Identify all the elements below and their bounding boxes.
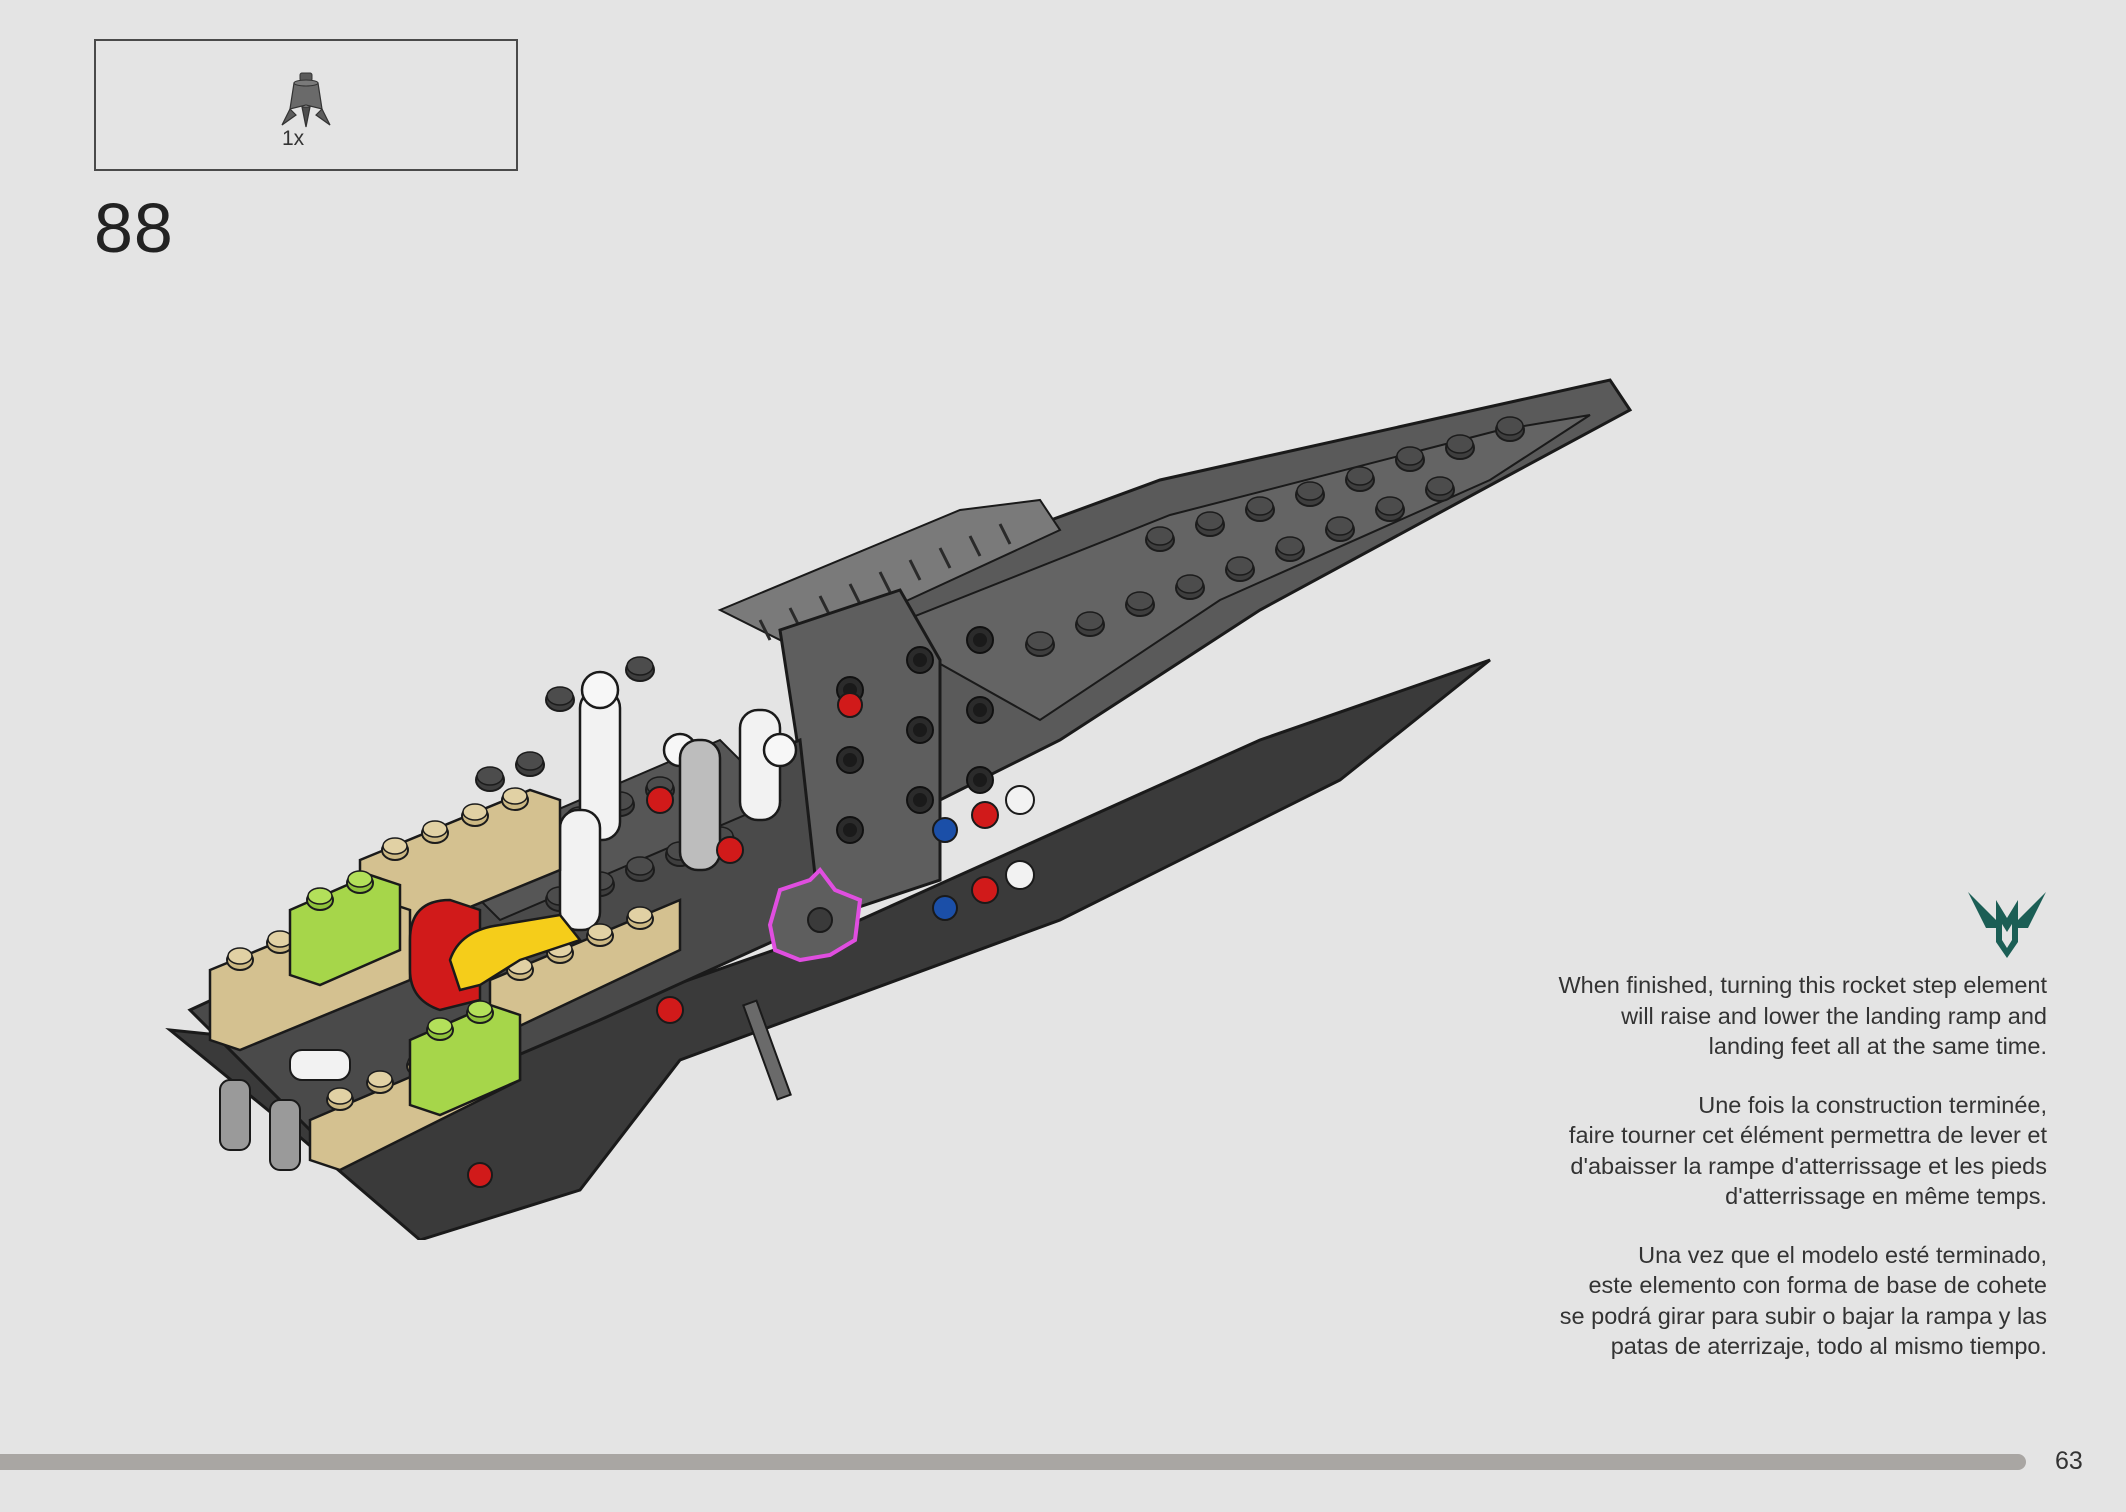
blue-pins xyxy=(932,817,958,921)
parts-callout: 1x xyxy=(94,39,518,171)
instructions-text: When finished, turning this rocket step … xyxy=(1487,970,2047,1390)
instruction-line: d'atterrissage en même temps. xyxy=(1725,1183,2047,1209)
instruction-line: se podrá girar para subir o bajar la ram… xyxy=(1559,1302,2047,1329)
instruction-french: Une fois la construction terminée, faire… xyxy=(1487,1090,2047,1212)
model-illustration xyxy=(165,378,1633,1240)
technic-beams xyxy=(558,670,798,932)
rocket-step-element-icon xyxy=(281,72,331,128)
white-axles xyxy=(1005,785,1035,890)
instruction-spanish: Una vez que el modelo esté terminado, es… xyxy=(1487,1240,2047,1362)
instruction-line: Une fois la construction terminée, xyxy=(1698,1091,2047,1118)
instruction-line: d'abaisser la rampe d'atterrissage et le… xyxy=(1570,1152,2047,1179)
progress-bar xyxy=(0,1454,2027,1470)
instruction-line: patas de aterrizaje, todo al mismo tiemp… xyxy=(1610,1333,2047,1359)
instruction-line: landing feet all at the same time. xyxy=(1708,1033,2047,1059)
instruction-english: When finished, turning this rocket step … xyxy=(1487,970,2047,1062)
instruction-line: este elemento con forma de base de cohet… xyxy=(1588,1272,2047,1298)
red-pins xyxy=(467,692,999,1188)
page-number: 63 xyxy=(2055,1447,2083,1475)
instruction-line: will raise and lower the landing ramp an… xyxy=(1621,1002,2047,1029)
highlighted-rocket-step-element xyxy=(767,866,863,963)
yellow-curved-part xyxy=(448,913,583,992)
instruction-line: Una vez que el modelo esté terminado, xyxy=(1638,1241,2047,1268)
instruction-line: When finished, turning this rocket step … xyxy=(1558,972,2047,998)
instruction-line: faire tourner cet élément permettra de l… xyxy=(1568,1122,2047,1148)
rear-pins xyxy=(219,1049,351,1171)
step-number: 88 xyxy=(94,189,174,267)
atreides-hawk-logo-icon xyxy=(1968,892,2046,958)
part-quantity: 1x xyxy=(282,127,305,150)
underside-axle xyxy=(742,999,792,1101)
